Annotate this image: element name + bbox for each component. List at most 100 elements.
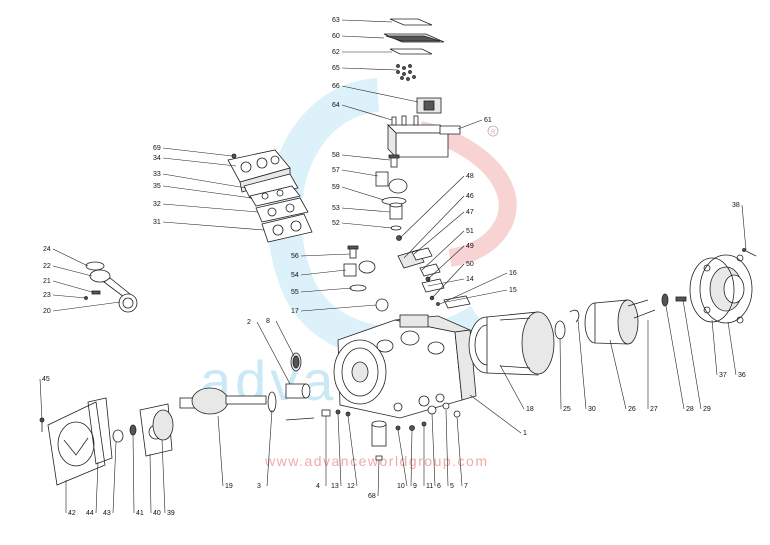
part-26-rotor: [584, 299, 649, 345]
part-label-15: 15: [509, 287, 517, 294]
leader-line-5: [445, 409, 449, 487]
piston-rod-group: [84, 261, 138, 313]
part-label-68: 68: [368, 493, 376, 500]
part-41-washer: [129, 424, 137, 436]
part-39-cover: [152, 409, 174, 441]
part-label-60: 60: [332, 33, 340, 40]
part-28-washer: [661, 293, 669, 307]
part-label-66: 66: [332, 83, 340, 90]
part-label-25: 25: [563, 406, 571, 413]
part-label-69: 69: [153, 145, 161, 152]
leader-line-19: [217, 415, 224, 487]
leader-line-32: [162, 203, 259, 213]
part-13-screw: [335, 409, 341, 415]
part-label-57: 57: [332, 167, 340, 174]
leader-line-41: [132, 434, 135, 514]
part-label-38: 38: [732, 202, 740, 209]
part-58-fitting: [388, 154, 400, 168]
part-27-rod: [633, 309, 656, 319]
part-56-fitting: [347, 245, 359, 259]
leader-line-59: [341, 186, 385, 201]
part-21-pin: [91, 290, 101, 295]
part-54-valve: [343, 260, 376, 277]
leader-line-28: [665, 305, 685, 410]
part-69-screw: [231, 153, 237, 159]
leader-line-16: [439, 272, 508, 305]
part-label-56: 56: [291, 253, 299, 260]
leader-line-52: [341, 222, 393, 229]
brand-watermark: R advance www.advanceworldgroup.com: [200, 78, 517, 469]
leader-line-63: [341, 19, 393, 23]
leader-line-24: [52, 248, 89, 267]
leader-lines: [39, 19, 747, 514]
part-label-49: 49: [466, 243, 474, 250]
leader-line-57: [341, 169, 379, 177]
part-label-7: 7: [464, 483, 468, 490]
part-label-54: 54: [291, 272, 299, 279]
part-label-32: 32: [153, 201, 161, 208]
part-4-plug: [321, 409, 331, 417]
part-57-valve: [375, 171, 408, 194]
part-label-27: 27: [650, 406, 658, 413]
part-label-61: 61: [484, 117, 492, 124]
part-42-end-cover: [47, 401, 106, 486]
part-19-crankshaft: [179, 387, 315, 421]
part-18-stator: [468, 311, 555, 376]
part-label-8: 8: [266, 318, 270, 325]
part-label-12: 12: [347, 483, 355, 490]
leader-line-51: [421, 230, 465, 271]
leader-line-10: [397, 429, 408, 487]
part-label-50: 50: [466, 261, 474, 268]
part-label-28: 28: [686, 406, 694, 413]
part-label-31: 31: [153, 219, 161, 226]
leader-line-38: [741, 204, 747, 251]
leader-line-7: [456, 416, 463, 487]
part-label-41: 41: [136, 510, 144, 517]
part-label-52: 52: [332, 220, 340, 227]
part-62-gasket: [389, 48, 433, 55]
part-label-30: 30: [588, 406, 596, 413]
part-3-ring: [267, 391, 277, 413]
part-label-36: 36: [738, 372, 746, 379]
leader-line-2: [256, 321, 291, 385]
part-label-2: 2: [247, 319, 251, 326]
leader-line-39: [161, 439, 166, 514]
leader-line-36: [727, 321, 737, 376]
registered-mark-icon: [487, 125, 499, 137]
part-label-43: 43: [103, 510, 111, 517]
leader-line-34: [162, 157, 237, 167]
part-25-ring: [554, 320, 566, 340]
leader-line-53: [341, 207, 391, 213]
part-label-20: 20: [43, 308, 51, 315]
part-label-63: 63: [332, 17, 340, 24]
part-44-gasket: [87, 397, 113, 465]
part-22-piston: [89, 269, 111, 283]
part-55-flange: [349, 284, 367, 292]
part-label-5: 5: [450, 483, 454, 490]
part-label-65: 65: [332, 65, 340, 72]
leader-line-64: [341, 104, 393, 121]
leader-line-31: [162, 221, 265, 231]
leader-line-61: [457, 119, 483, 130]
leader-line-9: [410, 429, 413, 487]
part-label-11: 11: [426, 483, 433, 490]
leader-line-21: [52, 280, 93, 293]
leader-line-48: [399, 175, 465, 239]
part-label-29: 29: [703, 406, 711, 413]
part-label-47: 47: [466, 209, 474, 216]
watermark-url: www.advanceworldgroup.com: [264, 453, 488, 469]
part-10-plug: [395, 425, 401, 431]
part-66-terminal-plate: [416, 97, 442, 114]
part-label-18: 18: [526, 406, 534, 413]
leader-line-68: [377, 459, 380, 497]
part-label-33: 33: [153, 171, 161, 178]
part-label-53: 53: [332, 205, 340, 212]
part-52-o-ring: [390, 225, 402, 231]
leader-line-13: [337, 413, 342, 487]
leader-line-29: [682, 299, 702, 410]
leader-line-18: [499, 364, 525, 410]
leader-line-50: [431, 263, 465, 299]
part-label-40: 40: [153, 510, 161, 517]
part-label-10: 10: [397, 483, 405, 490]
part-label-51: 51: [466, 228, 474, 235]
